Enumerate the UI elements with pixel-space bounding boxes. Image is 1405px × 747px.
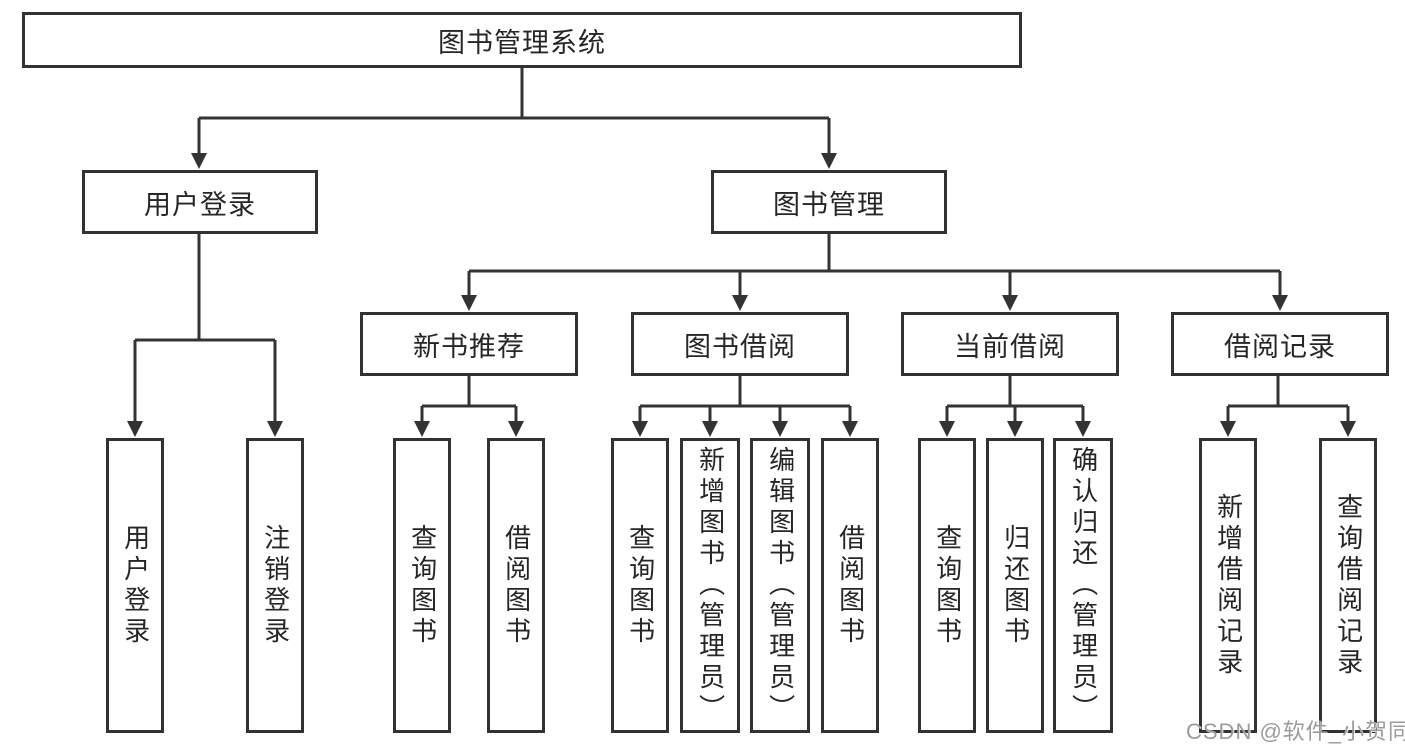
leaf-borrow-books-recommend: 借阅图书 bbox=[487, 438, 545, 733]
leaf-search-books-current: 查询图书 bbox=[918, 438, 976, 733]
node-book-borrowing: 图书借阅 bbox=[631, 312, 849, 376]
leaf-add-books-admin: 新增图书（管理员） bbox=[680, 438, 740, 733]
node-root: 图书管理系统 bbox=[22, 12, 1022, 68]
node-book-management: 图书管理 bbox=[711, 170, 947, 234]
leaf-confirm-return-admin: 确认归还（管理员） bbox=[1053, 438, 1113, 733]
leaf-search-borrow-record: 查询借阅记录 bbox=[1319, 438, 1377, 733]
leaf-edit-books-admin: 编辑图书（管理员） bbox=[750, 438, 810, 733]
node-borrowing-records: 借阅记录 bbox=[1171, 312, 1389, 376]
node-new-book-recommendation: 新书推荐 bbox=[360, 312, 578, 376]
leaf-add-borrow-record: 新增借阅记录 bbox=[1199, 438, 1257, 733]
watermark-text: CSDN @软件_小贺同学 bbox=[1186, 719, 1405, 744]
node-current-borrowing: 当前借阅 bbox=[901, 312, 1119, 376]
leaf-user-login: 用户登录 bbox=[106, 438, 164, 733]
arrowheads bbox=[127, 153, 1356, 437]
node-user-login: 用户登录 bbox=[82, 170, 318, 234]
leaf-return-books: 归还图书 bbox=[986, 438, 1044, 733]
leaf-logout: 注销登录 bbox=[246, 438, 304, 733]
leaf-search-books-recommend: 查询图书 bbox=[393, 438, 451, 733]
leaf-search-books-borrowing: 查询图书 bbox=[611, 438, 669, 733]
leaf-borrow-books-borrowing: 借阅图书 bbox=[821, 438, 879, 733]
